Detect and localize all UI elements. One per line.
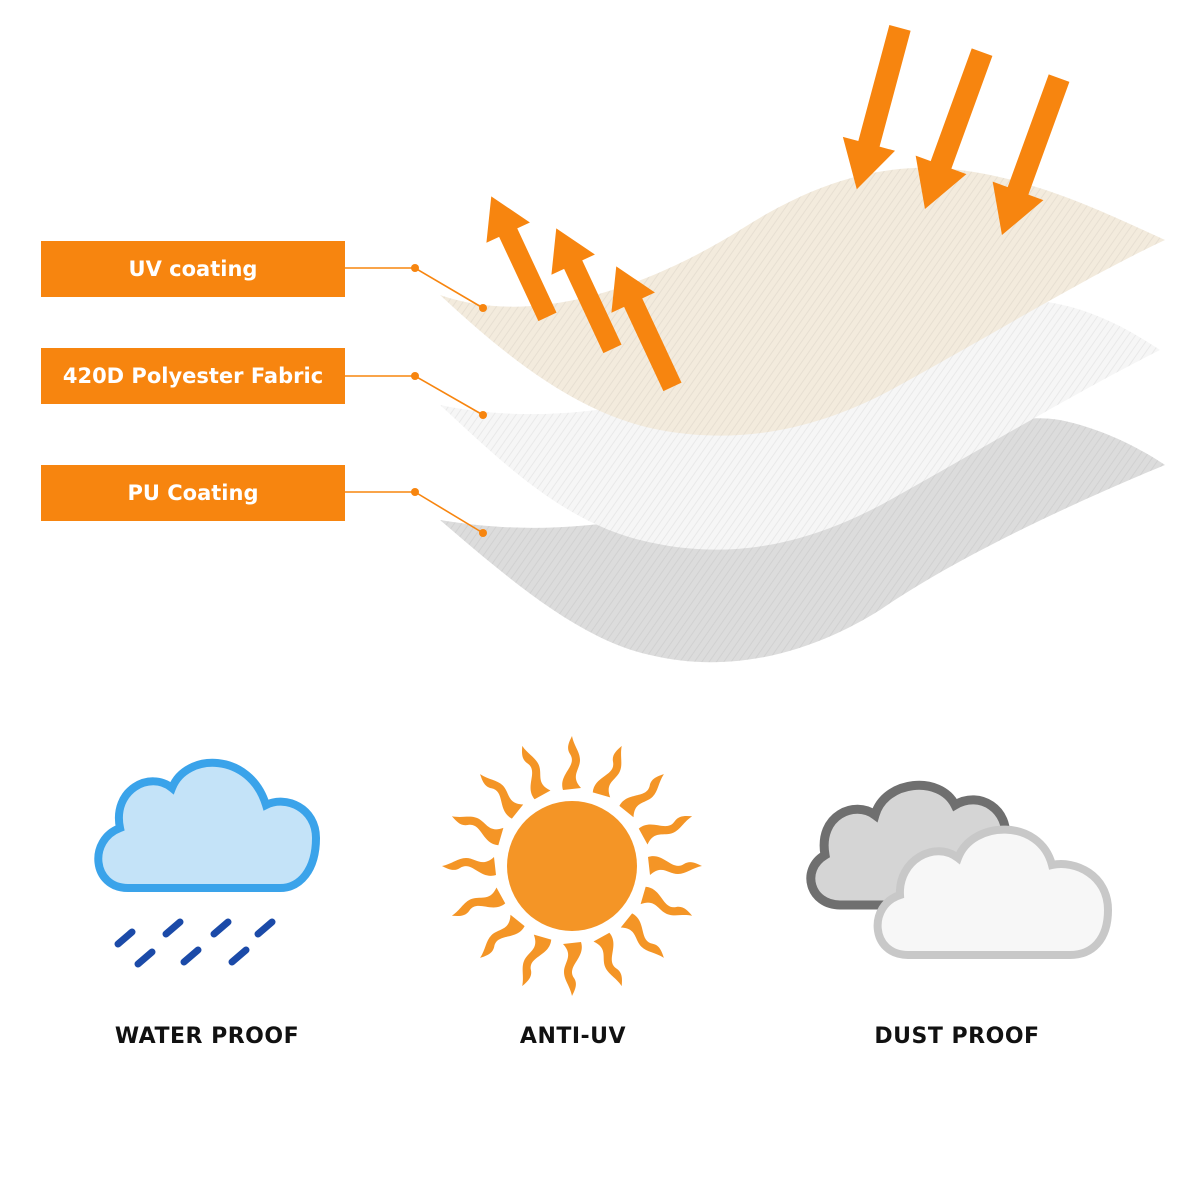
incoming-sunlight-arrows — [842, 25, 1070, 236]
connector-dot — [479, 529, 487, 537]
sun-ray — [480, 774, 524, 819]
sun-ray — [562, 736, 581, 790]
sun-ray — [451, 816, 504, 846]
reflected-uv-arrows — [486, 196, 682, 392]
reflected-arrow-icon — [611, 266, 682, 392]
reflected-arrow-icon — [486, 196, 557, 322]
label-connectors — [345, 264, 487, 537]
sun-icon — [442, 736, 702, 996]
sun-ray — [638, 815, 693, 845]
connector-dot — [479, 304, 487, 312]
anti-uv-label: ANTI-UV — [519, 1023, 627, 1049]
sun-ray — [620, 913, 664, 958]
rain-cloud-icon — [94, 758, 321, 968]
dust-clouds-icon — [806, 780, 1113, 959]
water-proof-label: WATER PROOF — [114, 1023, 300, 1049]
incoming-arrow-icon — [915, 48, 993, 210]
uv-coating-layer — [440, 167, 1165, 436]
sun-ray — [480, 914, 525, 958]
sun-ray — [593, 932, 623, 987]
pu-coating-layer — [440, 418, 1165, 663]
connector-dot — [411, 488, 419, 496]
sun-ray — [619, 774, 664, 818]
connector-dot — [479, 411, 487, 419]
sun-ray — [451, 887, 506, 917]
sun-ray — [442, 857, 496, 876]
sun-ray — [521, 745, 551, 800]
sun-ray — [522, 934, 552, 987]
pu-coating-label: PU Coating — [41, 465, 345, 521]
reflected-arrow-icon — [551, 228, 622, 354]
incoming-arrow-icon — [992, 74, 1070, 236]
dust-proof-label: DUST PROOF — [874, 1023, 1040, 1049]
polyester-fabric-label: 420D Polyester Fabric — [41, 348, 345, 404]
uv-coating-label: UV coating — [41, 241, 345, 297]
sun-ray — [648, 856, 702, 875]
connector-dot — [411, 372, 419, 380]
sun-ray — [640, 886, 693, 916]
sun-ray — [563, 942, 582, 996]
connector-dot — [411, 264, 419, 272]
sun-ray — [592, 745, 622, 798]
incoming-arrow-icon — [842, 25, 911, 190]
